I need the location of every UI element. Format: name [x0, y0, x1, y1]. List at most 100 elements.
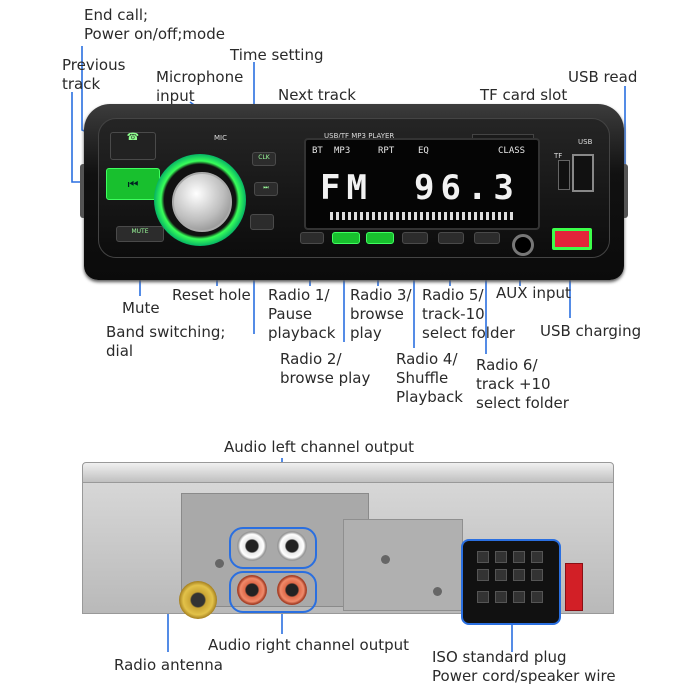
label-radio1-line2: Pause — [268, 305, 313, 323]
label-radio3: Radio 3/ browse play — [350, 286, 412, 343]
usb-read-port[interactable] — [572, 154, 594, 192]
label-end-call-line1: End call; — [84, 6, 149, 24]
iso-pin — [477, 569, 489, 581]
screen-bt: BT — [312, 146, 323, 156]
iso-pin — [495, 551, 507, 563]
call-power-button[interactable]: ☎ — [110, 132, 156, 160]
preset-6-button[interactable] — [474, 232, 500, 244]
label-radio1-line3: playback — [268, 324, 336, 342]
right-side-bracket — [620, 164, 628, 218]
rear-top-cover — [82, 462, 614, 484]
label-audio-right: Audio right channel output — [208, 636, 410, 654]
label-radio1-line1: Radio 1/ — [268, 286, 330, 304]
iso-pin — [477, 591, 489, 603]
preset-5-button[interactable] — [438, 232, 464, 244]
previous-track-icon: ⏮ — [127, 177, 139, 191]
screen-mp3: MP3 — [334, 146, 351, 156]
rca-left-frame — [229, 527, 317, 569]
label-radio3-line1: Radio 3/ — [350, 286, 412, 304]
label-radio4-line2: Shuffle — [396, 369, 449, 387]
label-audio-left: Audio left channel output — [224, 438, 415, 456]
label-band-switching-line1: Band switching; — [106, 323, 226, 341]
screen-band: FM — [320, 168, 373, 208]
iso-pin — [531, 591, 543, 603]
label-radio5: Radio 5/ track-10 select folder — [422, 286, 515, 343]
tf-card-port[interactable] — [558, 160, 570, 190]
fuse — [565, 563, 583, 611]
time-setting-button[interactable]: CLK — [252, 152, 276, 166]
screen-spectrum — [330, 212, 514, 220]
rear-screw — [381, 555, 390, 564]
label-next-track: Next track — [278, 86, 356, 104]
label-radio5-line2: track-10 — [422, 305, 485, 323]
rca-right-red-1[interactable] — [237, 575, 267, 605]
screen-rpt: RPT — [378, 146, 395, 156]
screen-eq: EQ — [418, 146, 429, 156]
label-radio4-line1: Radio 4/ — [396, 350, 458, 368]
label-radio2-line1: Radio 2/ — [280, 350, 342, 368]
head-unit-rear — [82, 462, 614, 625]
label-reset-hole: Reset hole — [172, 286, 251, 304]
rca-right-red-2[interactable] — [277, 575, 307, 605]
label-microphone: Microphone input — [156, 68, 243, 106]
preset-4-button[interactable] — [402, 232, 428, 244]
iso-pin — [513, 551, 525, 563]
rear-screw-3 — [433, 587, 442, 596]
antenna-socket[interactable] — [179, 581, 217, 619]
preset-2-button[interactable] — [332, 232, 360, 244]
usb-tag: USB — [578, 138, 593, 146]
next-track-button[interactable]: ⏭ — [254, 182, 278, 196]
preset-3-button[interactable] — [366, 232, 394, 244]
label-radio1: Radio 1/ Pause playback — [268, 286, 335, 343]
mute-button-label: MUTE — [131, 228, 149, 235]
mute-button[interactable]: MUTE — [116, 226, 164, 242]
rca-left-white-2[interactable] — [277, 531, 307, 561]
previous-track-button[interactable]: ⏮ — [106, 168, 160, 200]
iso-pin — [513, 591, 525, 603]
next-track-icon: ⏭ — [263, 184, 269, 191]
rca-left-white-1[interactable] — [237, 531, 267, 561]
rca-right-frame — [229, 571, 317, 613]
rear-screw-2 — [215, 559, 224, 568]
iso-pin — [513, 569, 525, 581]
band-dial-knob[interactable] — [172, 172, 232, 232]
label-radio3-line3: play — [350, 324, 382, 342]
label-time-setting: Time setting — [230, 46, 324, 64]
brand-text: USB/TF MP3 PLAYER — [324, 132, 395, 140]
aux-jack[interactable] — [512, 234, 534, 256]
iso-pin — [531, 569, 543, 581]
label-microphone-line2: input — [156, 87, 195, 105]
phone-icon: ☎ — [126, 132, 140, 143]
iso-pin — [495, 569, 507, 581]
label-previous-track-line1: Previous — [62, 56, 126, 74]
rear-recess-right — [343, 519, 463, 611]
iso-connector[interactable] — [461, 539, 561, 625]
label-radio2: Radio 2/ browse play — [280, 350, 370, 388]
label-iso-plug-line1: ISO standard plug — [432, 648, 567, 666]
label-radio5-line1: Radio 5/ — [422, 286, 484, 304]
rear-panel — [82, 482, 614, 625]
label-mute: Mute — [122, 299, 160, 317]
label-previous-track-line2: track — [62, 75, 101, 93]
band-button[interactable] — [250, 214, 274, 230]
iso-pin — [477, 551, 489, 563]
label-end-call: End call; Power on/off;mode — [84, 6, 225, 44]
screen-frequency: 96.3 — [414, 168, 520, 208]
label-radio4-line3: Playback — [396, 388, 463, 406]
display-screen: BT MP3 RPT EQ CLASS FM 96.3 — [304, 138, 540, 230]
preset-1-button[interactable] — [300, 232, 324, 244]
label-radio6-line3: select folder — [476, 394, 569, 412]
label-radio3-line2: browse — [350, 305, 404, 323]
usb-charging-port[interactable] — [552, 228, 592, 250]
label-microphone-line1: Microphone — [156, 68, 244, 86]
label-iso-plug-line2: Power cord/speaker wire — [432, 667, 616, 685]
screen-class: CLASS — [498, 146, 526, 156]
label-usb-charging: USB charging — [540, 322, 642, 340]
label-tf-card-slot: TF card slot — [480, 86, 568, 104]
label-radio-antenna: Radio antenna — [114, 656, 223, 674]
label-radio6-line2: track +10 — [476, 375, 551, 393]
tf-tag: TF — [554, 152, 563, 160]
iso-pin — [531, 551, 543, 563]
label-previous-track: Previous track — [62, 56, 125, 94]
label-radio6: Radio 6/ track +10 select folder — [476, 356, 569, 413]
